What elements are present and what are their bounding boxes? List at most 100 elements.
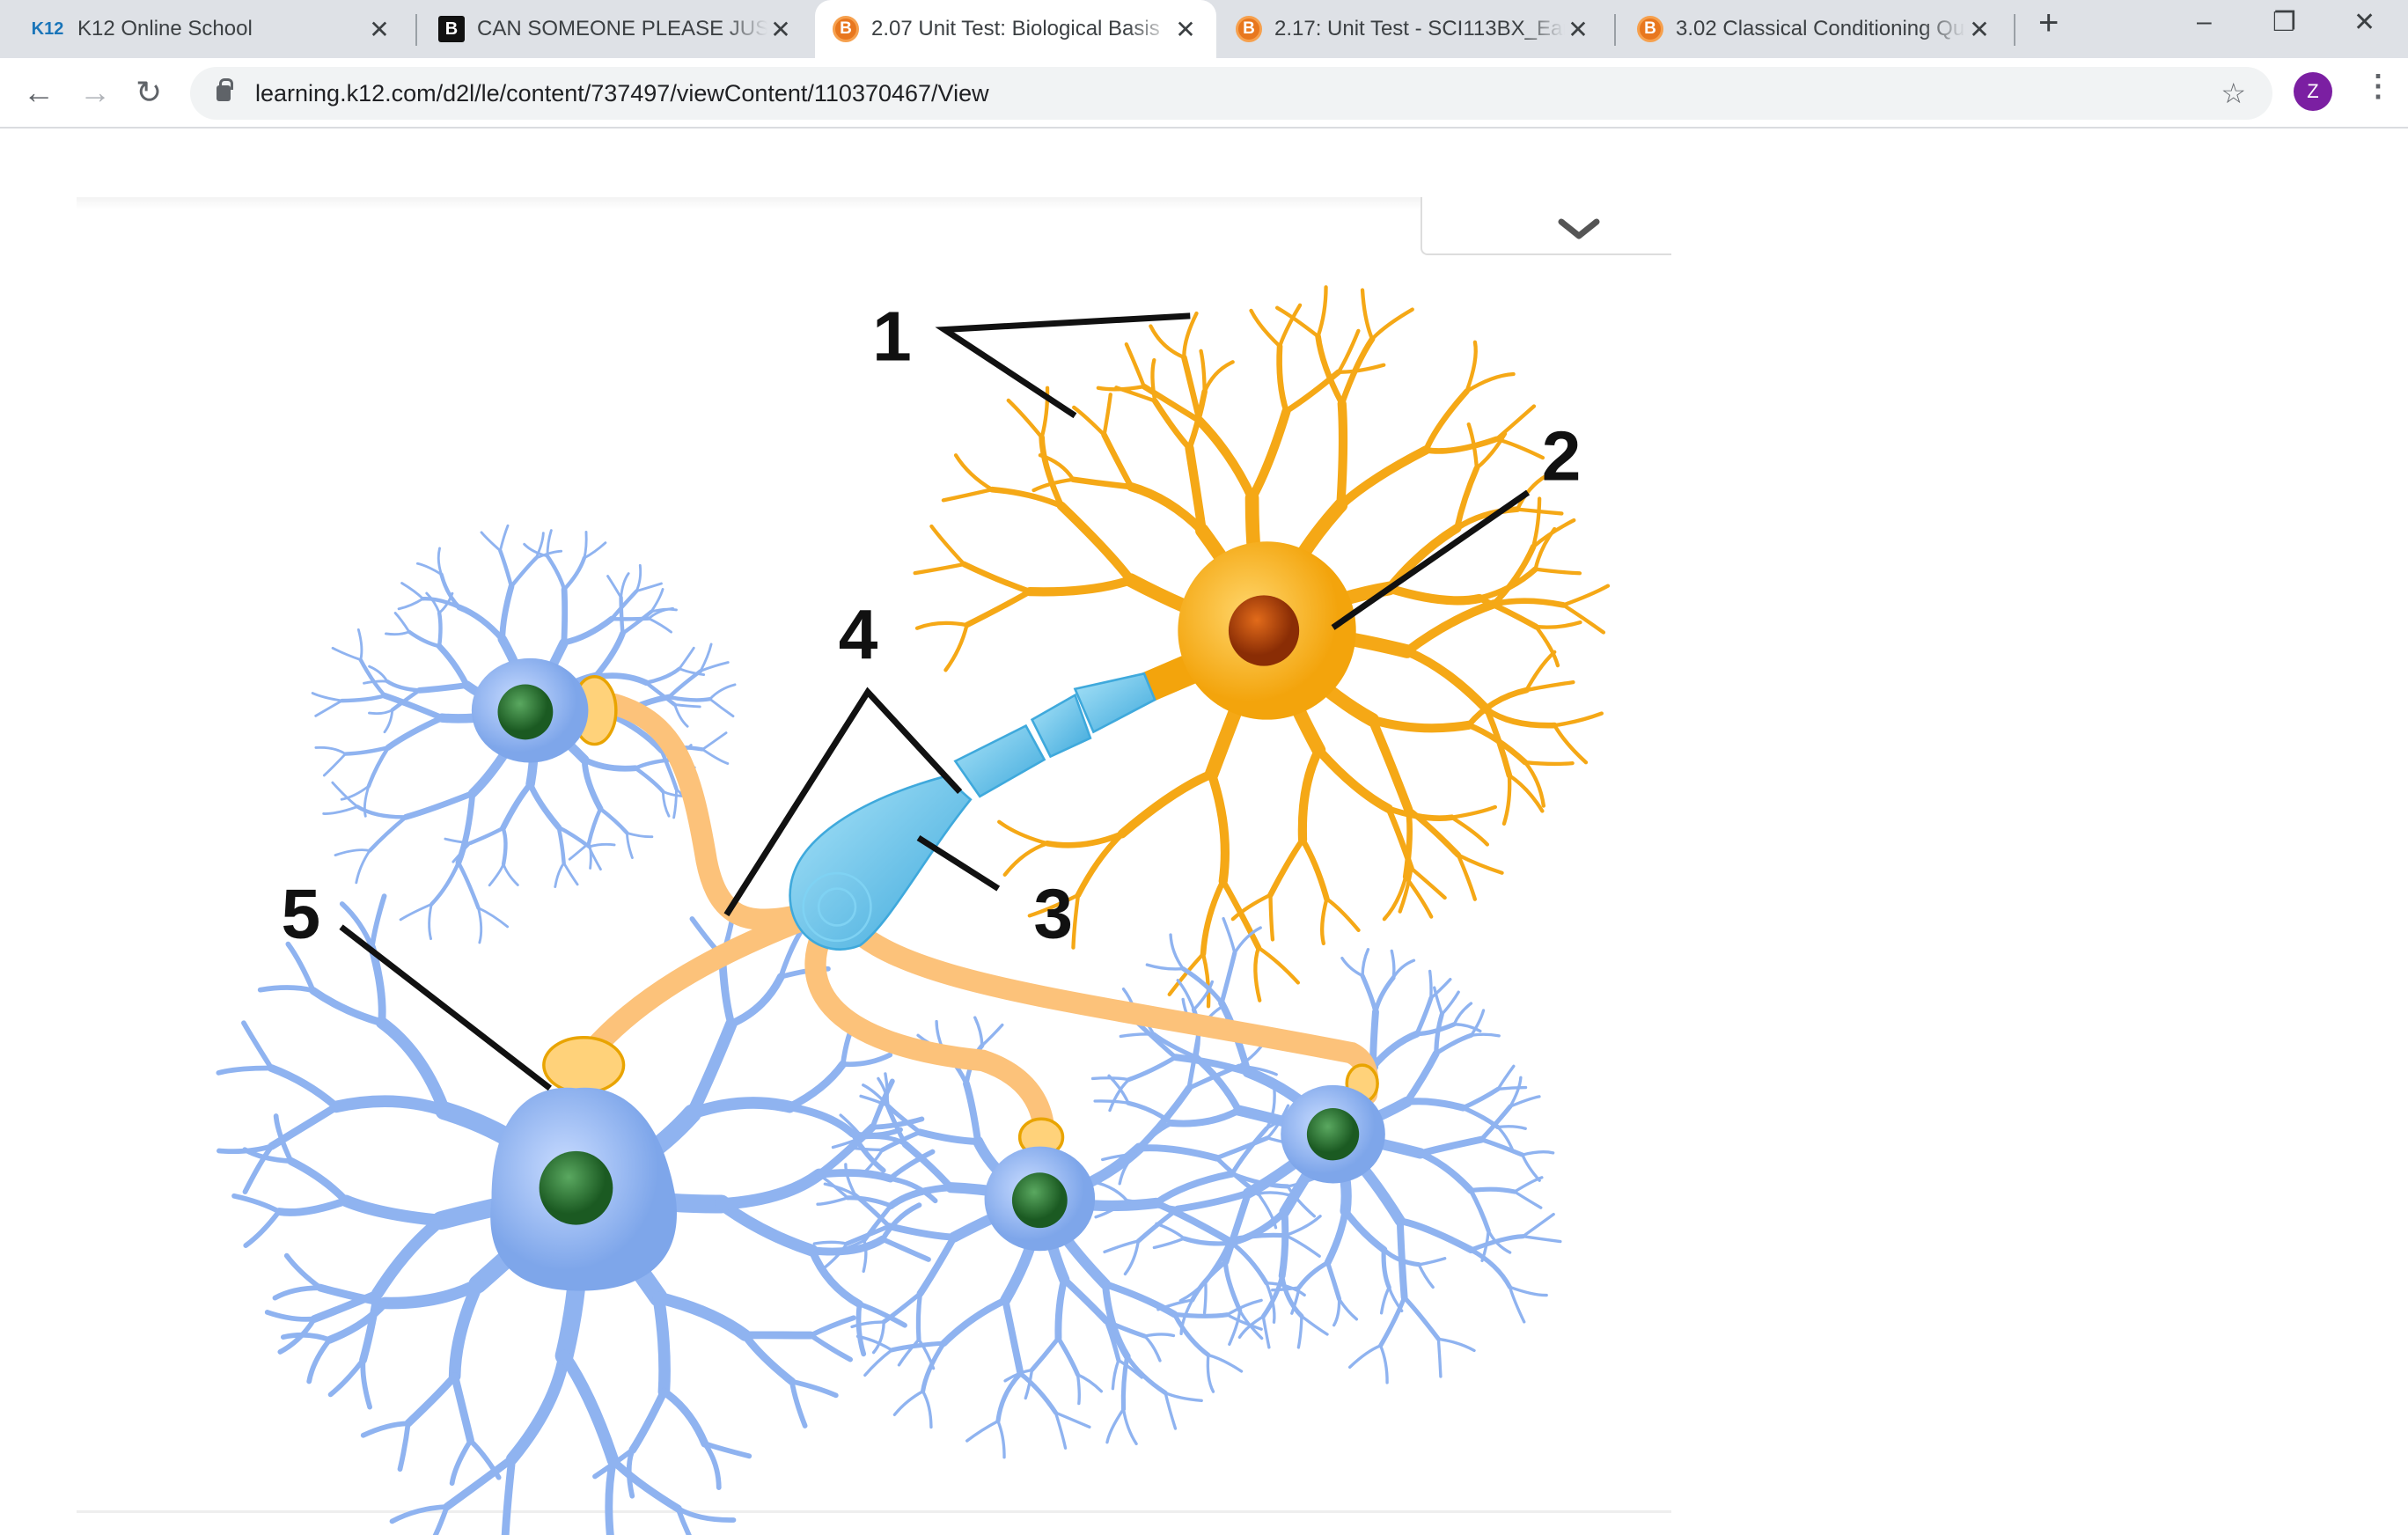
tab-strip: K12 K12 Online School ✕ B CAN SOMEONE PL… — [0, 0, 2408, 58]
bookmark-star-icon[interactable]: ☆ — [2221, 77, 2246, 109]
window-close-button[interactable]: ✕ — [2353, 8, 2376, 37]
dendrite-branch — [965, 1419, 1000, 1443]
dendrite-branch — [562, 555, 587, 591]
image-bottom-edge — [77, 1510, 1671, 1513]
dendrite-branch — [1101, 1152, 1137, 1162]
dendrite-branch — [915, 1291, 923, 1342]
dendrite-branch — [1149, 324, 1186, 360]
dendrite-branch — [635, 563, 642, 593]
dendrite-branch — [1533, 526, 1557, 571]
dendrite-branch — [1027, 892, 1081, 918]
dendrite-branch — [1225, 1298, 1263, 1317]
close-tab-icon[interactable]: ✕ — [1175, 15, 1196, 43]
dendrite-branch — [502, 863, 519, 886]
dendrite-branch — [444, 837, 472, 845]
forward-button[interactable]: → — [79, 74, 111, 110]
dendrite-branch — [1384, 584, 1484, 606]
dendrite-branch — [1368, 715, 1473, 733]
dendrite-branch — [467, 1437, 502, 1480]
dendrite-branch — [1179, 1298, 1194, 1335]
dendrite-branch — [428, 902, 433, 941]
dendrite-branch — [587, 842, 616, 848]
dendrite-branch — [650, 588, 664, 613]
dendrite-branch — [1133, 1120, 1174, 1157]
tab-k12[interactable]: K12 K12 Online School ✕ — [12, 0, 410, 58]
dendrite-branch — [823, 1182, 857, 1197]
dendrite-branch — [1124, 342, 1146, 389]
close-tab-icon[interactable]: ✕ — [369, 15, 390, 43]
dendrite-branch — [862, 1083, 889, 1106]
dendrite-branch — [844, 1163, 857, 1197]
dendrite-branch — [1409, 866, 1447, 900]
collapse-toggle[interactable] — [1421, 197, 1671, 255]
back-button[interactable]: ← — [23, 74, 55, 110]
dendrite-branch — [534, 532, 545, 560]
dendrite-branch — [1104, 1318, 1148, 1339]
dendrite-branch — [1553, 711, 1604, 728]
presynaptic-neuron — [1130, 541, 1356, 720]
dendrite-branch — [1164, 1391, 1203, 1402]
dendrite-branch — [647, 617, 672, 634]
dendrite-branch — [285, 941, 316, 994]
dendrite-branch — [859, 1134, 908, 1147]
profile-avatar[interactable]: Z — [2294, 72, 2332, 111]
dendrite-branch — [359, 1289, 382, 1364]
dendrite-branch — [1452, 1023, 1482, 1033]
dendrite-branch — [708, 683, 737, 701]
dendrite-branch — [1125, 1199, 1180, 1212]
dendrite-branch — [437, 611, 443, 649]
dendrite-branch — [389, 1504, 450, 1524]
label-2-cell-body: 2 — [1542, 416, 1582, 496]
dendrite-branch — [916, 1233, 958, 1297]
dendrite-branch — [397, 597, 424, 611]
tab-unit-test-earth[interactable]: B 2.17: Unit Test - SCI113BX_Earth ✕ — [1218, 0, 1609, 58]
dendrite-branch — [1416, 1149, 1475, 1194]
close-tab-icon[interactable]: ✕ — [770, 15, 791, 43]
dendrite-branch — [1151, 1032, 1199, 1060]
dendrite-branch — [545, 554, 567, 591]
dendrite-branch — [217, 1143, 275, 1155]
dendrite-branch — [1315, 333, 1346, 407]
new-tab-button[interactable]: + — [2038, 4, 2059, 42]
dendrite-branch — [877, 1076, 890, 1108]
dendrite-branch — [1142, 1333, 1176, 1338]
dendrite-branch — [785, 1103, 857, 1138]
dendrite-branch — [1402, 646, 1492, 715]
tab-classical-conditioning[interactable]: B 3.02 Classical Conditioning Quiz ✕ — [1619, 0, 2010, 58]
dendrite-branch — [1219, 951, 1237, 1006]
dendrite-branch — [839, 1113, 864, 1139]
reload-button[interactable]: ↻ — [136, 74, 163, 110]
dendrite-branch — [1403, 1049, 1440, 1105]
url-text[interactable]: learning.k12.com/d2l/le/content/737497/v… — [255, 79, 989, 106]
dendrite-branch — [1479, 1104, 1513, 1142]
address-bar[interactable]: learning.k12.com/d2l/le/content/737497/v… — [190, 67, 2272, 120]
dendrite-branch — [880, 1202, 922, 1242]
dendrite-branch — [1069, 476, 1134, 490]
dendrite-branch — [1233, 926, 1262, 955]
dendrite-branch — [1076, 1373, 1104, 1393]
dendrite-branch — [480, 531, 502, 553]
dendrite-branch — [1105, 1407, 1126, 1444]
dendrite-branch — [1135, 1207, 1180, 1244]
tab-brainly-question[interactable]: B CAN SOMEONE PLEASE JUST HELP ✕ — [421, 0, 811, 58]
dendrite-branch — [1390, 949, 1396, 980]
dendrite-branch — [385, 630, 411, 636]
dendrite-branch — [1111, 1358, 1120, 1391]
close-tab-icon[interactable]: ✕ — [1567, 15, 1589, 43]
dendrite-branch — [887, 1184, 955, 1209]
tab-unit-test-biological[interactable]: B 2.07 Unit Test: Biological Basis ✕ — [815, 0, 1216, 58]
dendrite-branch — [1168, 1106, 1243, 1127]
close-tab-icon[interactable]: ✕ — [1969, 15, 1990, 43]
dendrite-branch — [1534, 620, 1582, 629]
dendrite-branch — [1452, 1002, 1473, 1026]
dendrite-branch — [988, 486, 1065, 510]
dendrite-branch — [880, 1237, 931, 1262]
minimize-button[interactable]: – — [2197, 7, 2212, 36]
dendrite-branch — [1101, 1281, 1178, 1318]
restore-button[interactable]: ❐ — [2272, 8, 2296, 37]
dendrite-branch — [527, 781, 562, 831]
dendrite-branch — [1102, 393, 1112, 437]
browser-menu-button[interactable]: ⋮ — [2363, 70, 2393, 103]
dendrite-branch — [363, 679, 389, 685]
dendrite-branch — [1396, 1217, 1475, 1254]
